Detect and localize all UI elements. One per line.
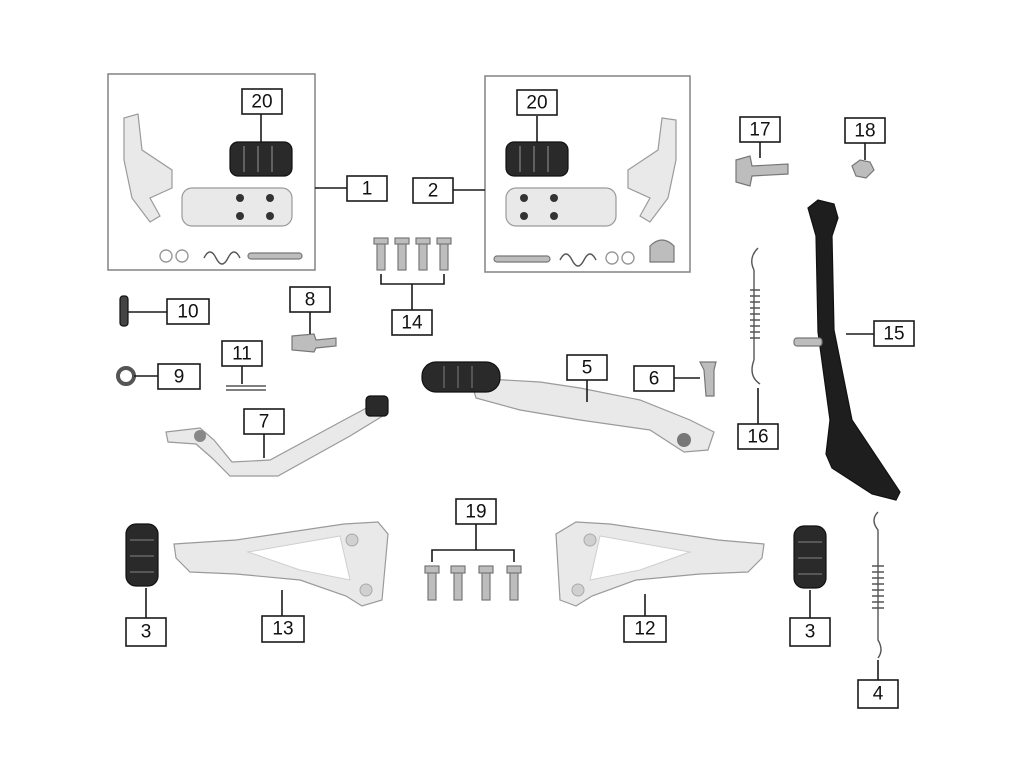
svg-text:8: 8 xyxy=(305,290,316,311)
callout-6: 6 xyxy=(633,365,675,392)
pin-left xyxy=(247,252,303,260)
side-stand xyxy=(807,199,901,501)
svg-text:10: 10 xyxy=(177,302,198,323)
pivot-bolt xyxy=(735,155,789,187)
svg-text:7: 7 xyxy=(259,412,270,433)
callout-14: 14 xyxy=(391,309,433,336)
callout-9: 9 xyxy=(157,363,201,390)
svg-text:19: 19 xyxy=(465,502,486,523)
svg-text:1: 1 xyxy=(362,179,373,200)
callout-3-left: 3 xyxy=(125,617,167,647)
svg-text:11: 11 xyxy=(232,344,252,365)
footpeg-bracket-right xyxy=(627,117,677,223)
svg-text:16: 16 xyxy=(747,427,768,448)
svg-text:9: 9 xyxy=(174,367,185,388)
callout-7: 7 xyxy=(243,408,285,435)
callout-16: 16 xyxy=(737,423,779,450)
callout-11: 11 xyxy=(221,340,263,367)
callout-10: 10 xyxy=(166,298,210,325)
svg-text:3: 3 xyxy=(141,622,152,643)
svg-text:6: 6 xyxy=(649,369,660,390)
pin-right xyxy=(493,255,551,263)
callout-3-right: 3 xyxy=(789,617,831,647)
callout-15: 15 xyxy=(873,320,915,347)
rubber-pad-left xyxy=(229,141,293,177)
stand-pin xyxy=(793,337,823,347)
callout-20-right: 20 xyxy=(516,89,558,116)
callout-12: 12 xyxy=(623,615,667,643)
gear-shift-lever xyxy=(469,377,715,453)
callout-8: 8 xyxy=(289,286,331,313)
svg-text:17: 17 xyxy=(749,120,770,141)
footpeg-left xyxy=(181,187,293,227)
svg-text:5: 5 xyxy=(582,358,593,379)
footpeg-bracket-left xyxy=(123,113,173,223)
svg-text:3: 3 xyxy=(805,622,816,643)
svg-text:12: 12 xyxy=(634,619,655,640)
svg-text:20: 20 xyxy=(526,93,547,114)
callout-13: 13 xyxy=(261,615,305,643)
callout-1: 1 xyxy=(346,175,388,202)
shift-rubber xyxy=(421,361,501,393)
rear-footrest-bracket-left xyxy=(173,521,389,607)
svg-text:14: 14 xyxy=(401,313,423,334)
stand-spring xyxy=(751,247,761,385)
callout-5: 5 xyxy=(566,354,608,381)
svg-text:20: 20 xyxy=(251,92,272,113)
clip-right xyxy=(649,239,675,263)
rear-peg-rubber-right xyxy=(793,525,827,589)
pivot-pin xyxy=(291,333,337,353)
group-frame-2 xyxy=(484,75,691,273)
callout-2: 2 xyxy=(412,177,454,204)
svg-text:18: 18 xyxy=(854,121,875,142)
svg-text:4: 4 xyxy=(873,684,884,705)
long-spring xyxy=(873,511,882,659)
svg-text:2: 2 xyxy=(428,181,439,202)
callout-17: 17 xyxy=(739,116,781,143)
callout-4: 4 xyxy=(857,679,899,709)
rear-peg-rubber-left xyxy=(125,523,159,587)
lock-nut xyxy=(116,366,136,386)
rubber-pad-right xyxy=(505,141,569,177)
bolts-14 xyxy=(373,237,452,271)
callout-19: 19 xyxy=(455,498,497,525)
bolts-19 xyxy=(424,565,522,601)
callout-20-left: 20 xyxy=(241,88,283,115)
svg-text:15: 15 xyxy=(883,324,904,345)
shift-bolt xyxy=(699,361,717,397)
cotter-pin xyxy=(226,385,266,391)
group-frame-1 xyxy=(107,73,316,271)
callout-18: 18 xyxy=(844,117,886,144)
washer-pin xyxy=(119,295,129,327)
brake-pedal-tip xyxy=(365,395,389,417)
nut xyxy=(851,159,875,179)
svg-text:13: 13 xyxy=(272,619,293,640)
footpeg-right xyxy=(505,187,617,227)
